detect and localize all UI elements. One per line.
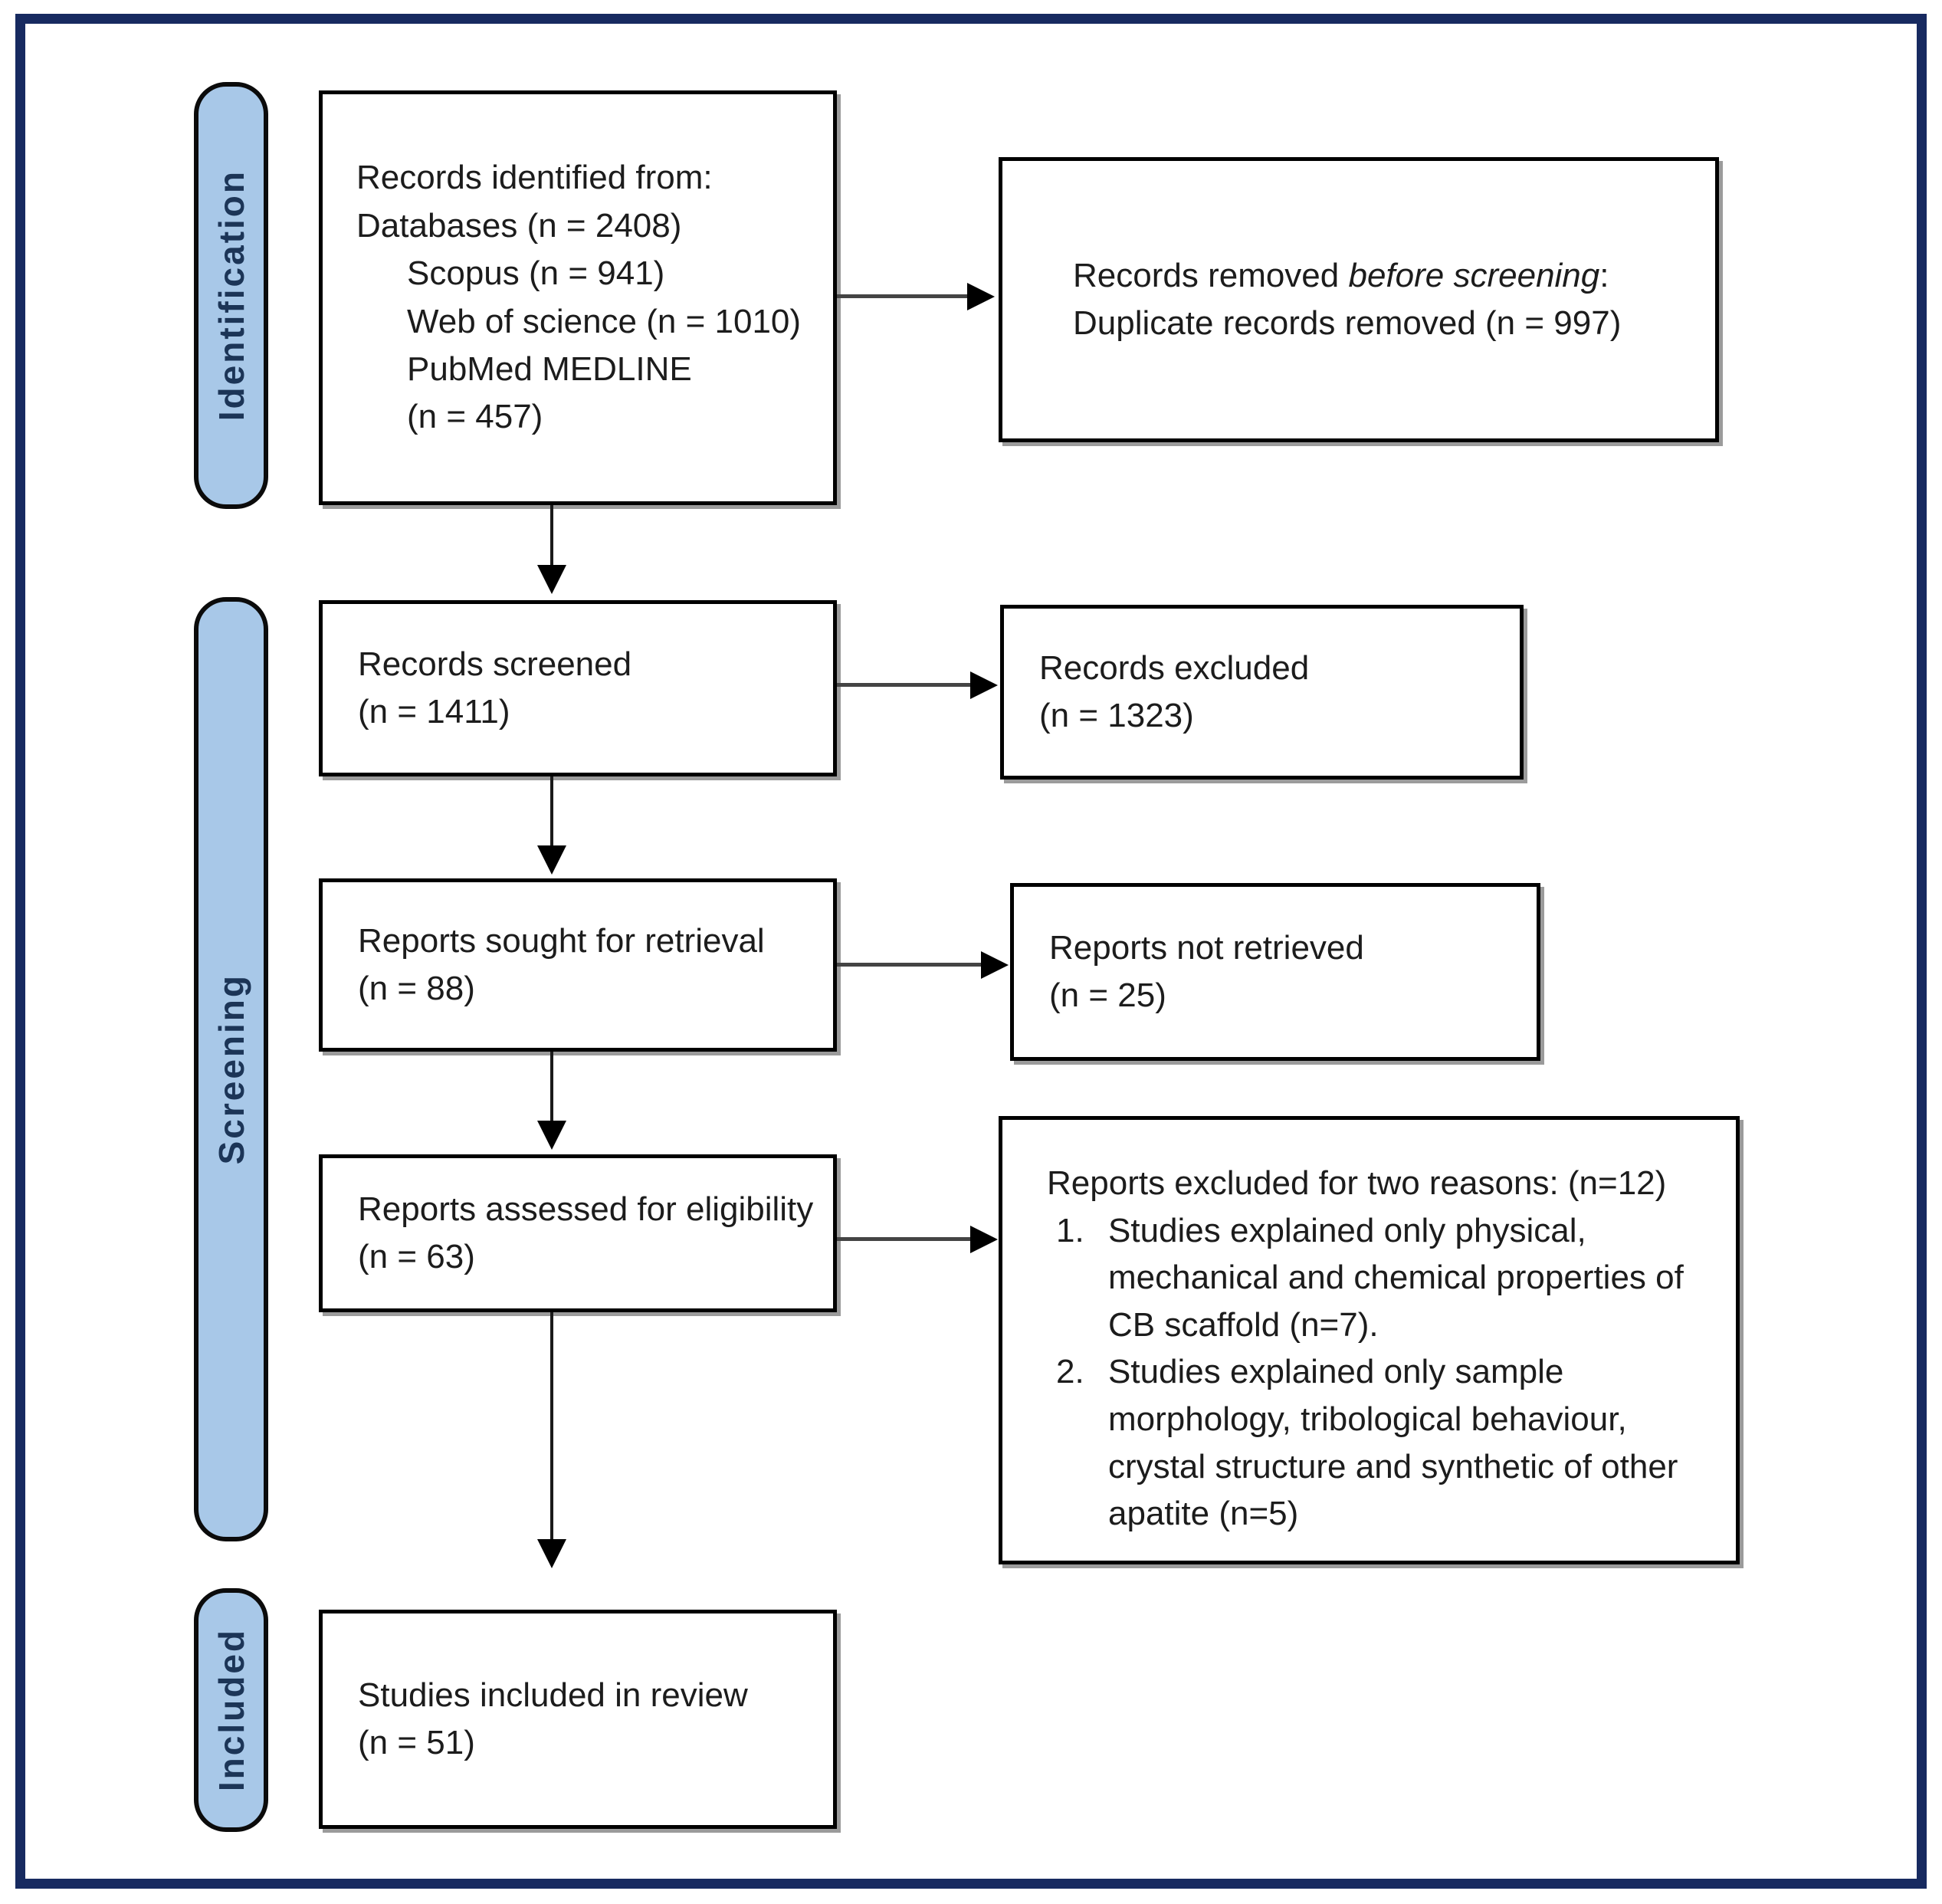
arrow-identified-to-screened-head-icon (537, 565, 566, 594)
stage-screening-label: Screening (211, 973, 251, 1165)
records-excluded-line2: (n = 1323) (1039, 697, 1194, 734)
stage-included-label: Included (211, 1628, 251, 1792)
records-identified-line6: (n = 457) (407, 398, 543, 436)
arrow-sought-to-assessed-line (550, 1052, 553, 1122)
records-identified-line5: PubMed MEDLINE (407, 350, 692, 388)
arrow-screened-to-sought-head-icon (537, 845, 566, 875)
box-records-removed: Records removed before screening: Duplic… (999, 157, 1719, 442)
records-identified-line1: Records identified from: (356, 159, 713, 197)
arrow-screened-to-excluded-head-icon (970, 671, 998, 699)
arrow-sought-to-assessed-head-icon (537, 1121, 566, 1150)
records-removed-prefix: Records removed (1073, 256, 1349, 294)
arrow-screened-to-sought-line (550, 776, 553, 847)
records-removed-italic: before screening (1348, 256, 1600, 294)
arrow-sought-to-notretrieved-line (837, 963, 982, 967)
records-identified-line4: Web of science (n = 1010) (407, 302, 802, 340)
records-identified-line3: Scopus (n = 941) (407, 254, 665, 293)
records-removed-line1: Records removed before screening: (1073, 252, 1715, 300)
studies-included-line1: Studies included in review (358, 1676, 748, 1714)
stage-identification: Identification (194, 82, 268, 509)
reports-not-retrieved-line1: Reports not retrieved (1049, 928, 1364, 967)
arrow-sought-to-notretrieved-head-icon (981, 951, 1009, 979)
reason-1-text: Studies explained only physical, mechani… (1108, 1211, 1684, 1344)
stage-included: Included (194, 1588, 268, 1832)
box-studies-included: Studies included in review (n = 51) (319, 1610, 837, 1829)
arrow-screened-to-excluded-line (837, 683, 972, 687)
reason-item-1: 1. Studies explained only physical, mech… (1047, 1207, 1710, 1349)
records-screened-line2: (n = 1411) (358, 693, 510, 730)
records-removed-line2: Duplicate records removed (n = 997) (1073, 304, 1622, 342)
box-reports-excluded-reasons: Reports excluded for two reasons: (n=12)… (999, 1116, 1740, 1564)
reason-item-2: 2. Studies explained only sample morphol… (1047, 1348, 1710, 1537)
reason-2-text: Studies explained only sample morphology… (1108, 1353, 1678, 1533)
stage-screening: Screening (194, 597, 268, 1541)
box-records-excluded: Records excluded (n = 1323) (1000, 605, 1524, 780)
reports-assessed-line1: Reports assessed for eligibility (358, 1190, 814, 1228)
box-reports-sought: Reports sought for retrieval (n = 88) (319, 878, 837, 1052)
box-records-screened: Records screened (n = 1411) (319, 600, 837, 776)
stage-identification-label: Identification (211, 169, 251, 422)
arrow-assessed-to-reasons-line (837, 1237, 972, 1241)
records-screened-line1: Records screened (358, 645, 632, 683)
reason-1-number: 1. (1056, 1211, 1084, 1249)
reports-not-retrieved-line2: (n = 25) (1049, 977, 1166, 1014)
records-removed-suffix: : (1599, 256, 1609, 294)
box-records-identified: Records identified from: Databases (n = … (319, 90, 837, 505)
reasons-heading: Reports excluded for two reasons: (n=12) (1047, 1164, 1667, 1202)
arrow-assessed-to-included-line (550, 1312, 553, 1541)
reports-sought-line2: (n = 88) (358, 970, 475, 1007)
arrow-assessed-to-reasons-head-icon (970, 1226, 998, 1253)
records-identified-line2: Databases (n = 2408) (356, 206, 682, 245)
reports-assessed-line2: (n = 63) (358, 1238, 475, 1275)
outer-frame (15, 14, 1927, 1889)
arrow-identified-to-screened-line (550, 505, 553, 566)
arrow-identified-to-removed-line (837, 294, 969, 298)
arrow-assessed-to-included-head-icon (537, 1539, 566, 1568)
arrow-identified-to-removed-head-icon (967, 283, 995, 310)
records-excluded-line1: Records excluded (1039, 648, 1310, 687)
reason-2-number: 2. (1056, 1353, 1084, 1391)
studies-included-line2: (n = 51) (358, 1724, 475, 1761)
box-reports-assessed: Reports assessed for eligibility (n = 63… (319, 1154, 837, 1312)
box-reports-not-retrieved: Reports not retrieved (n = 25) (1010, 883, 1540, 1061)
reports-sought-line1: Reports sought for retrieval (358, 921, 765, 960)
